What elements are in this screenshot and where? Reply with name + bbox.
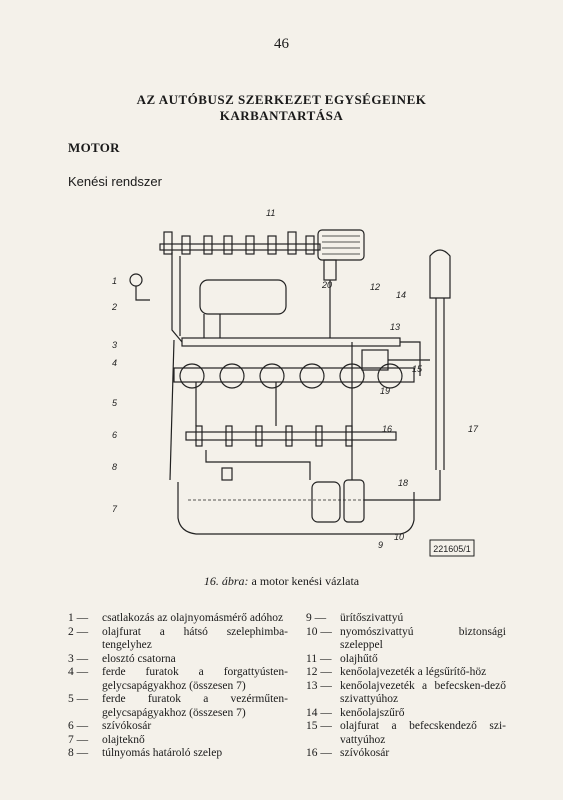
legend-item: 1 — csatlakozás az olajnyomásmérő adóhoz bbox=[68, 612, 288, 626]
callout-9: 9 bbox=[378, 540, 383, 550]
legend-item: 5 — ferde furatok a vezérműten-gelycsapág… bbox=[68, 693, 288, 720]
crankshaft bbox=[173, 367, 415, 383]
callout-7: 7 bbox=[112, 504, 118, 514]
injection-pump bbox=[361, 349, 389, 371]
rocker-shaft bbox=[159, 243, 321, 251]
page-number: 46 bbox=[274, 36, 289, 52]
figure-caption-text: a motor kenési vázlata bbox=[248, 574, 360, 588]
legend-number: 11 — bbox=[306, 652, 332, 665]
legend-number: 7 — bbox=[68, 733, 89, 746]
legend-text: olajfurat a befecskendező szi-vattyúhoz bbox=[340, 720, 506, 746]
callout-8: 8 bbox=[112, 462, 117, 472]
page-title: AZ AUTÓBUSZ SZERKEZET EGYSÉGEINEK KARBAN… bbox=[0, 92, 563, 124]
legend-item: 9 — ürítőszivattyú bbox=[306, 612, 506, 626]
legend-text: olajhűtő bbox=[340, 652, 378, 665]
legend-text: ferde furatok a vezérműten-gelycsapágyak… bbox=[102, 693, 288, 719]
callout-10: 10 bbox=[394, 532, 404, 542]
callout-20: 20 bbox=[321, 280, 332, 290]
legend-text: nyomószivattyú biztonsági szeleppel bbox=[340, 625, 506, 652]
callout-17: 17 bbox=[468, 424, 479, 434]
cam-lobes bbox=[195, 425, 353, 447]
lubrication-diagram: 221605/1 1 2 3 4 5 6 7 8 9 10 11 12 13 1… bbox=[100, 200, 480, 570]
legend-number: 6 — bbox=[68, 720, 89, 732]
legend-right: 9 — ürítőszivattyú 10 — nyomószivattyú biz… bbox=[306, 612, 506, 761]
legend-text: kenőolajvezeték a légsűrítő-höz bbox=[340, 666, 487, 678]
air-compressor bbox=[317, 229, 365, 261]
callout-4: 4 bbox=[112, 358, 117, 368]
legend-item: 2 — olajfurat a hátsó szelephimba-tengely… bbox=[68, 626, 288, 653]
callout-2: 2 bbox=[111, 302, 117, 312]
camshaft bbox=[185, 431, 397, 441]
legend-number: 1 — bbox=[68, 612, 89, 624]
page-title-line1: AZ AUTÓBUSZ SZERKEZET EGYSÉGEINEK bbox=[136, 92, 427, 107]
callout-14: 14 bbox=[396, 290, 406, 300]
callout-1: 1 bbox=[112, 276, 117, 286]
legend-item: 13 — kenőolajvezeték a befecsken-dező szi… bbox=[306, 680, 506, 707]
figure-code: 221605/1 bbox=[433, 544, 471, 554]
legend-text: kenőolajszűrő bbox=[340, 706, 405, 719]
legend-item: 6 — szívókosár bbox=[68, 720, 288, 734]
legend-number: 16 — bbox=[306, 747, 332, 759]
legend-number: 4 — bbox=[68, 666, 89, 678]
legend-text: csatlakozás az olajnyomásmérő adóhoz bbox=[102, 612, 284, 624]
figure-code-box bbox=[429, 539, 475, 557]
callout-3: 3 bbox=[112, 340, 117, 350]
legend-item: 4 — ferde furatok a forgattyústen-gelycsa… bbox=[68, 666, 288, 693]
legend-text: túlnyomás határoló szelep bbox=[102, 747, 223, 759]
legend-number: 5 — bbox=[68, 693, 89, 705]
legend-text: elosztó csatorna bbox=[102, 652, 176, 665]
legend-text: kenőolajvezeték a befecsken-dező szivatt… bbox=[340, 679, 506, 706]
callout-19: 19 bbox=[380, 386, 390, 396]
callout-11: 11 bbox=[266, 208, 275, 218]
legend-item: 8 — túlnyomás határoló szelep bbox=[68, 747, 288, 761]
legend-number: 2 — bbox=[68, 625, 89, 638]
callout-13: 13 bbox=[390, 322, 400, 332]
section-heading: MOTOR bbox=[68, 140, 120, 155]
oil-cooler bbox=[199, 279, 287, 315]
valve-rockers bbox=[163, 231, 315, 255]
callout-18: 18 bbox=[398, 478, 408, 488]
legend-item: 7 — olajteknő bbox=[68, 734, 288, 748]
legend-item: 10 — nyomószivattyú biztonsági szeleppel bbox=[306, 626, 506, 653]
legend-number: 15 — bbox=[306, 720, 332, 732]
distribution-channel bbox=[181, 337, 401, 347]
callout-15: 15 bbox=[412, 364, 423, 374]
legend-text: ferde furatok a forgattyústen-gelycsapág… bbox=[102, 666, 288, 692]
legend-text: szívókosár bbox=[102, 720, 152, 732]
legend-left: 1 —csatlakozás az olajnyomásmérő adóhoz … bbox=[68, 612, 288, 761]
legend-number: 9 — bbox=[306, 612, 327, 624]
legend-item: 15 — olajfurat a befecskendező szi-vattyú… bbox=[306, 720, 506, 747]
legend-number: 12 — bbox=[306, 666, 332, 678]
legend-text: ürítőszivattyú bbox=[340, 612, 404, 624]
subsection-heading: Kenési rendszer bbox=[68, 174, 162, 189]
pressure-pump bbox=[343, 479, 365, 523]
legend-item: 11 — olajhűtő bbox=[306, 653, 506, 667]
oil-pressure-gauge-connection bbox=[129, 273, 143, 287]
callout-16: 16 bbox=[382, 424, 392, 434]
legend-number: 10 — bbox=[306, 625, 332, 638]
page-title-line2: KARBANTARTÁSA bbox=[219, 108, 344, 123]
legend-number: 14 — bbox=[306, 706, 332, 719]
lubrication-diagram-svg: 221605/1 1 2 3 4 5 6 7 8 9 10 11 12 13 1… bbox=[111, 208, 479, 557]
oil-pan bbox=[177, 482, 415, 535]
figure-caption-label: 16. ábra: bbox=[203, 574, 249, 588]
legend-item: 12 — kenőolajvezeték a légsűrítő-höz bbox=[306, 666, 506, 680]
oil-filter bbox=[429, 249, 451, 299]
callout-12: 12 bbox=[370, 282, 380, 292]
callout-5: 5 bbox=[112, 398, 118, 408]
scavenge-pump bbox=[311, 481, 341, 523]
legend-number: 8 — bbox=[68, 747, 89, 759]
legend-item: 16 — szívókosár bbox=[306, 747, 506, 761]
legend-number: 13 — bbox=[306, 679, 332, 692]
legend-item: 14 — kenőolajszűrő bbox=[306, 707, 506, 721]
crank-throws bbox=[179, 363, 403, 389]
legend-item: 3 — elosztó csatorna bbox=[68, 653, 288, 667]
figure-caption: 16. ábra: a motor kenési vázlata bbox=[0, 574, 563, 589]
legend-text: szívókosár bbox=[340, 747, 390, 759]
callout-6: 6 bbox=[112, 430, 117, 440]
legend-text: olajfurat a hátsó szelephimba-tengelyhez bbox=[102, 625, 288, 652]
relief-valve bbox=[221, 467, 233, 481]
legend-text: olajteknő bbox=[102, 733, 145, 746]
legend-number: 3 — bbox=[68, 652, 89, 665]
